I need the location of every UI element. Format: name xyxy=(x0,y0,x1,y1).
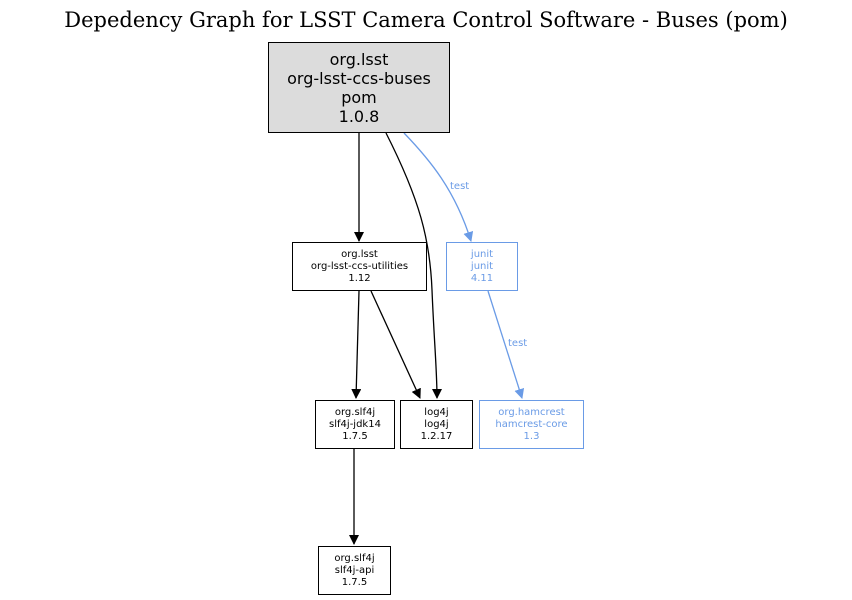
node-version: 1.7.5 xyxy=(341,576,368,588)
node-version: 1.0.8 xyxy=(338,106,380,126)
edge-utilities-log4j xyxy=(370,290,421,399)
node-group: log4j xyxy=(424,406,449,418)
node-group: org.lsst xyxy=(341,248,378,260)
node-version: 4.11 xyxy=(470,272,494,284)
node-group: org.lsst xyxy=(329,49,389,69)
graph-title: Depedency Graph for LSST Camera Control … xyxy=(64,8,788,32)
node-hamcrest-core[interactable]: org.hamcrest hamcrest-core 1.3 xyxy=(479,400,584,449)
edge-root-log4j xyxy=(385,132,442,399)
node-slf4j-jdk14[interactable]: org.slf4j slf4j-jdk14 1.7.5 xyxy=(315,400,395,449)
node-artifact: slf4j-jdk14 xyxy=(329,418,381,430)
node-artifact: hamcrest-core xyxy=(495,418,568,430)
node-artifact: org-lsst-ccs-buses xyxy=(287,68,431,88)
node-version: 1.12 xyxy=(348,272,371,284)
node-group: org.hamcrest xyxy=(498,406,565,418)
node-slf4j-api[interactable]: org.slf4j slf4j-api 1.7.5 xyxy=(318,546,391,595)
node-artifact: log4j xyxy=(424,418,449,430)
node-group: org.slf4j xyxy=(334,406,376,418)
node-version: 1.3 xyxy=(523,430,540,442)
edge-label-root-junit: test xyxy=(450,181,470,192)
node-artifact: org-lsst-ccs-utilities xyxy=(310,260,409,272)
node-org-lsst-ccs-buses[interactable]: org.lsst org-lsst-ccs-buses pom 1.0.8 xyxy=(268,42,450,133)
node-packaging: pom xyxy=(341,87,377,107)
node-junit[interactable]: junit junit 4.11 xyxy=(446,242,518,291)
node-org-lsst-ccs-utilities[interactable]: org.lsst org-lsst-ccs-utilities 1.12 xyxy=(292,242,427,291)
node-log4j[interactable]: log4j log4j 1.2.17 xyxy=(400,400,473,449)
node-group: org.slf4j xyxy=(334,552,375,564)
node-group: junit xyxy=(470,248,494,260)
edge-junit-hamcrest xyxy=(487,290,525,399)
edge-root-junit xyxy=(403,132,474,242)
node-artifact: slf4j-api xyxy=(334,564,375,576)
edge-utilities-slf4j-jdk14 xyxy=(351,290,362,399)
node-version: 1.7.5 xyxy=(342,430,368,442)
node-artifact: junit xyxy=(470,260,494,272)
edge-label-junit-hamcrest: test xyxy=(508,338,528,349)
node-version: 1.2.17 xyxy=(420,430,453,442)
